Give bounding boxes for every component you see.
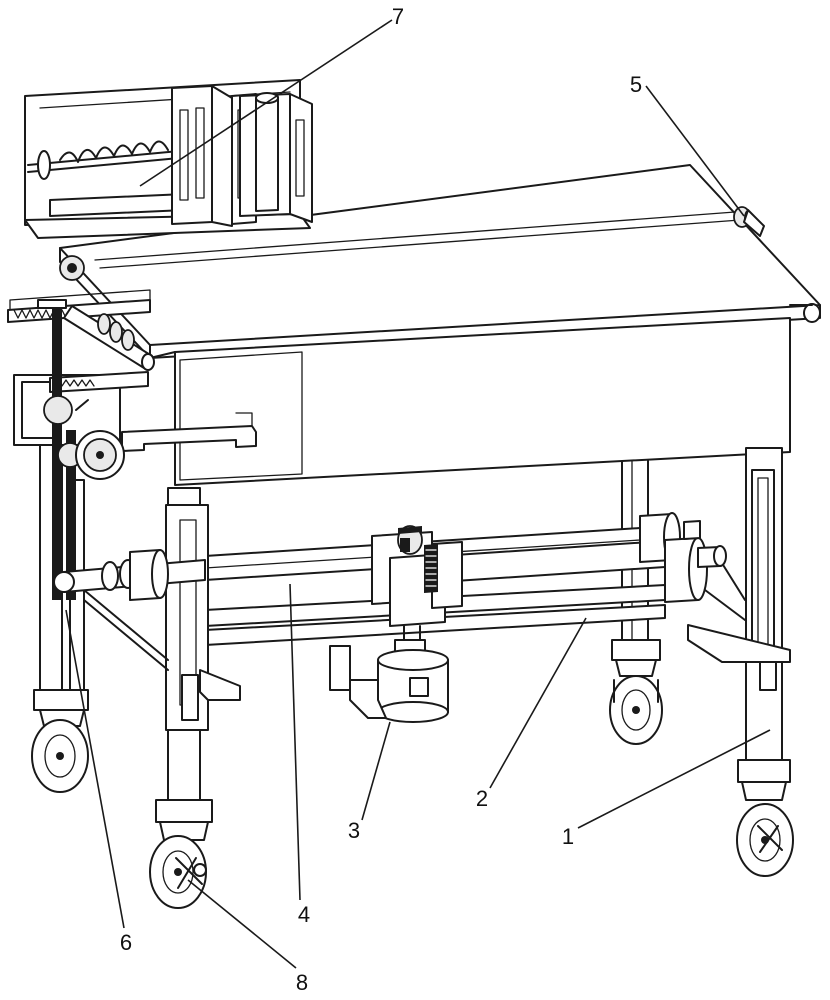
cylinder-block [239,92,313,223]
chain-drive [37,255,125,600]
motor [329,625,449,723]
front-left-caster [149,821,209,909]
center-gearbox [371,525,463,627]
leader-1 [577,729,771,829]
callout-6: 6 [120,930,132,955]
rear-right-caster [609,659,663,745]
callout-2: 2 [476,786,488,811]
leader-5 [645,85,745,217]
leader-7 [139,19,393,187]
front-right-leg [737,447,791,783]
leader-3 [361,721,391,821]
leader-6 [65,609,125,929]
callout-8: 8 [296,970,308,995]
leader-8 [187,879,297,969]
front-roller [63,305,155,371]
cabinet-box [149,317,791,486]
cabinet-handle[interactable] [121,412,257,452]
callout-7: 7 [392,4,404,29]
front-right-caster [736,781,794,877]
right-roller-end [733,206,821,323]
leader-lines [65,19,771,969]
roller-bearings [639,512,727,603]
callout-3: 3 [348,818,360,843]
callout-5: 5 [630,72,642,97]
callout-labels: 1 2 3 4 5 6 7 8 [120,4,642,995]
leader-4 [289,583,301,901]
leader-2 [489,617,587,789]
left-caster [31,709,89,793]
callout-1: 1 [562,824,574,849]
left-shaft [53,549,206,601]
callout-4: 4 [298,902,310,927]
front-left-leg [155,487,241,823]
